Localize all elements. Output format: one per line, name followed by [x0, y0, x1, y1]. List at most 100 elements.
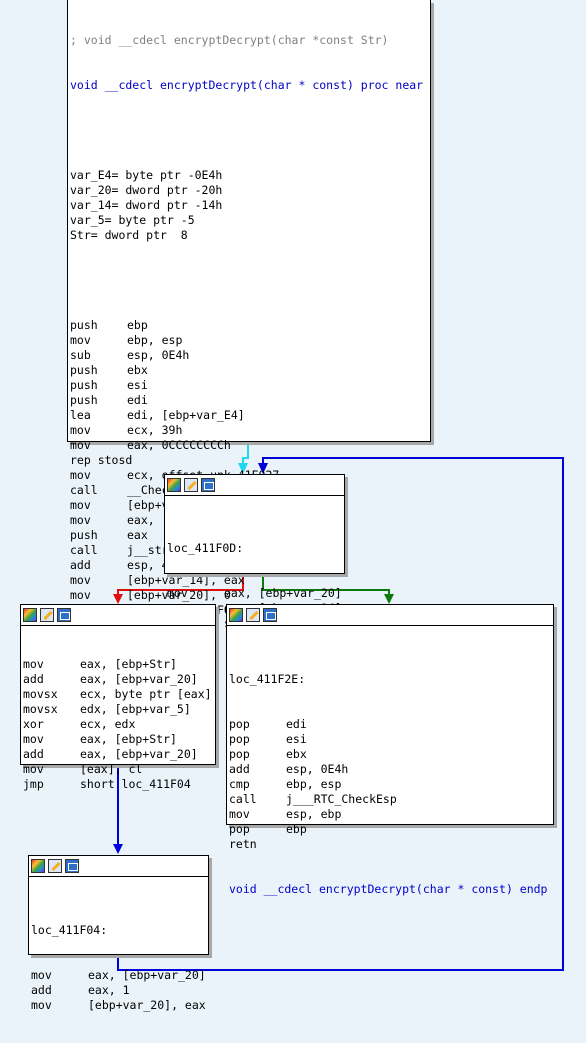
instruction-line[interactable]: mov[eax], cl: [23, 762, 213, 777]
mnemonic: mov: [70, 438, 91, 452]
operands: eax, [ebp+var_20]: [88, 968, 206, 982]
operands: [ebp+var_20], 0: [127, 588, 231, 602]
graph-view-icon[interactable]: [65, 859, 79, 873]
mnemonic: push: [70, 378, 98, 392]
node-toolbar: [21, 605, 215, 626]
graph-view-icon[interactable]: [201, 478, 215, 492]
mnemonic: add: [23, 672, 44, 686]
operands: eax, [ebp+Str]: [80, 657, 177, 671]
mnemonic: movsx: [23, 702, 58, 716]
proc-declaration[interactable]: void __cdecl encryptDecrypt(char * const…: [70, 78, 424, 92]
mnemonic: mov: [70, 498, 91, 512]
mnemonic: lea: [70, 408, 91, 422]
instruction-line[interactable]: mov esp, ebp: [229, 807, 551, 822]
operands: eax, [ebp+var_20]: [80, 747, 198, 761]
graph-view-icon[interactable]: [263, 608, 277, 622]
proc-end-line[interactable]: void __cdecl encryptDecrypt(char * const…: [229, 882, 548, 896]
mnemonic: add: [31, 983, 52, 997]
edit-pencil-icon[interactable]: [40, 608, 54, 622]
mnemonic: push: [70, 363, 98, 377]
edit-pencil-icon[interactable]: [48, 859, 62, 873]
stack-variable[interactable]: Str= dword ptr 8: [70, 228, 188, 242]
color-palette-icon[interactable]: [23, 608, 37, 622]
operands: edi: [286, 717, 307, 731]
instruction-line[interactable]: add eax, 1: [31, 983, 206, 998]
stack-variable[interactable]: var_14= dword ptr -14h: [70, 198, 223, 212]
mnemonic: xor: [23, 717, 44, 731]
operands: eax, [ebp+var_20]: [80, 672, 198, 686]
instruction-line[interactable]: mov[ebp+var_14], eax: [70, 573, 428, 588]
operands: [ebp+var_20], eax: [88, 998, 206, 1012]
operands: ebp, esp: [127, 333, 183, 347]
stack-variable[interactable]: var_20= dword ptr -20h: [70, 183, 223, 197]
proc-header-comment: ; void __cdecl encryptDecrypt(char *cons…: [70, 33, 389, 47]
operands: edi, [ebp+var_E4]: [127, 408, 245, 422]
graph-view-icon[interactable]: [57, 608, 71, 622]
operands: ebp: [286, 822, 307, 836]
code-label[interactable]: loc_411F2E:: [229, 672, 306, 686]
instruction-line[interactable]: push edi: [70, 393, 428, 408]
edit-pencil-icon[interactable]: [184, 478, 198, 492]
mnemonic: mov: [229, 807, 250, 821]
mnemonic: push: [70, 393, 98, 407]
mnemonic: mov: [70, 513, 91, 527]
stack-variable[interactable]: var_E4= byte ptr -0E4h: [70, 168, 223, 182]
instruction-line[interactable]: lea edi, [ebp+var_E4]: [70, 408, 428, 423]
instruction-line[interactable]: rep stosd: [70, 453, 428, 468]
operands: esp, ebp: [286, 807, 342, 821]
instruction-line[interactable]: mov [ebp+var_20], 0: [70, 588, 428, 603]
color-palette-icon[interactable]: [31, 859, 45, 873]
node-main-block[interactable]: ; void __cdecl encryptDecrypt(char *cons…: [67, 0, 431, 617]
operands: eax, 1: [88, 983, 130, 997]
operands: esp, 4: [127, 558, 169, 572]
mnemonic: mov: [70, 423, 91, 437]
code-label[interactable]: loc_411F04:: [31, 923, 108, 937]
node-toolbar: [227, 605, 553, 626]
color-palette-icon[interactable]: [229, 608, 243, 622]
edit-pencil-icon[interactable]: [246, 608, 260, 622]
color-palette-icon[interactable]: [167, 478, 181, 492]
edge-loop-back: [117, 457, 564, 971]
operands: esp, 0E4h: [127, 348, 190, 362]
code-label[interactable]: loc_411F0D:: [167, 541, 244, 555]
instruction-line[interactable]: xor ecx, edx: [23, 717, 213, 732]
stack-variable[interactable]: var_5= byte ptr -5: [70, 213, 195, 227]
instruction-line[interactable]: mov [ebp+var_20], eax: [31, 998, 206, 1013]
operands: ecx, edx: [80, 717, 136, 731]
instruction-line[interactable]: add eax, [ebp+var_20]: [23, 672, 213, 687]
mnemonic: mov: [31, 998, 52, 1012]
mnemonic: mov: [70, 588, 91, 602]
operands: ebx: [286, 747, 307, 761]
graph-edges: [113, 442, 564, 971]
operands: edi: [127, 393, 148, 407]
operands: [ebp+var_14], eax: [127, 573, 245, 587]
instruction-line[interactable]: retn: [229, 837, 551, 852]
mnemonic: rep stosd: [70, 453, 133, 467]
